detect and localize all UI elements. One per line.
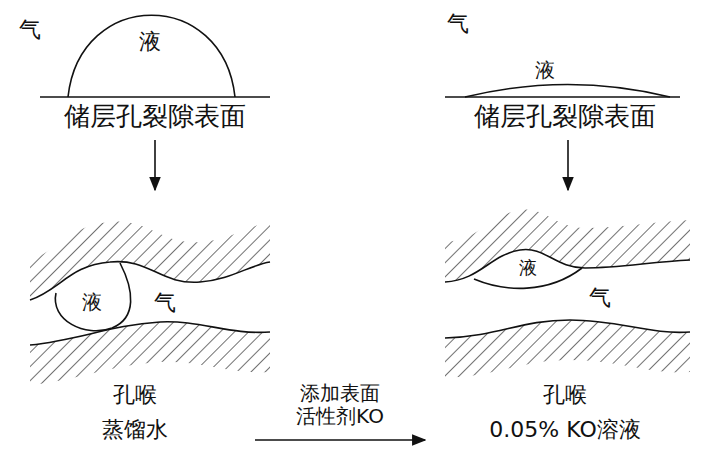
droplet-outline <box>68 15 235 97</box>
fluid-label: 0.05% KO溶液 <box>487 417 642 442</box>
phase-label: 气 <box>152 290 178 315</box>
surface-line <box>445 96 680 98</box>
rock-hatching <box>445 320 690 378</box>
phase-label: 液 <box>517 258 539 279</box>
pore-wall <box>30 262 270 300</box>
phase-label: 液 <box>80 291 104 314</box>
down-arrow <box>154 140 156 190</box>
liquid-blob <box>55 263 130 331</box>
droplet-outline <box>465 85 670 98</box>
pore-wall <box>30 322 270 345</box>
part-label: 孔喉 <box>111 382 159 407</box>
fluid-label: 蒸馏水 <box>100 417 170 442</box>
pore-wall <box>445 320 690 338</box>
rock-hatching <box>30 222 270 300</box>
phase-label: 液 <box>137 29 163 54</box>
process-arrow <box>255 439 425 441</box>
phase-label: 液 <box>533 59 557 82</box>
phase-label: 气 <box>587 285 613 310</box>
part-label: 孔喉 <box>541 382 589 407</box>
down-arrow <box>567 140 569 190</box>
surface-label: 储层孔裂隙表面 <box>62 102 248 132</box>
rock-hatching <box>30 322 270 385</box>
rock-hatching <box>445 210 690 282</box>
process-label: 添加表面 活性剂KO <box>292 382 388 428</box>
phase-label: 气 <box>17 17 43 42</box>
surface-label: 储层孔裂隙表面 <box>472 102 658 132</box>
phase-label: 气 <box>445 11 471 36</box>
